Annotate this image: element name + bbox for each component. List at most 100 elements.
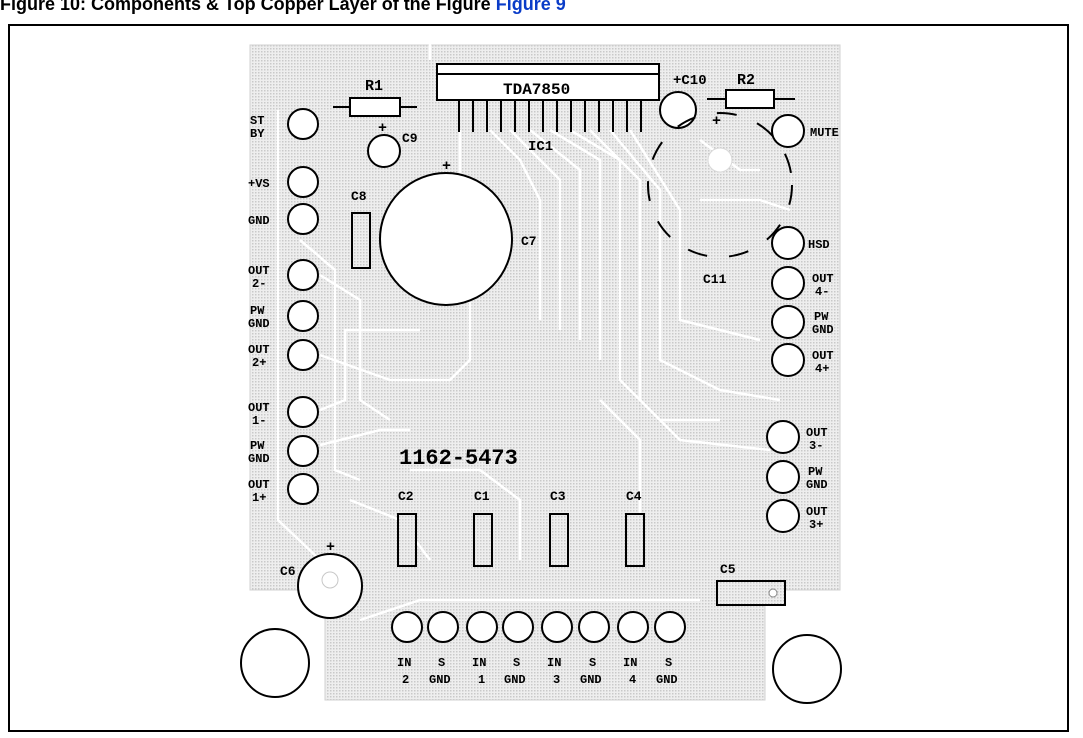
bottom-pad-labels: IN 2 S GND IN 1 S GND IN 3 S GND IN 4 S … — [397, 656, 678, 687]
capacitor-c4 — [625, 513, 645, 567]
c6-label: C6 — [280, 564, 296, 579]
pad-out2-plus — [287, 339, 319, 371]
pad-sgnd-d — [654, 611, 686, 643]
input-capacitors: C2 C1 C3 C4 — [397, 489, 645, 567]
pad-pwgnd-1 — [287, 435, 319, 467]
pad-out3-plus — [766, 499, 800, 533]
capacitor-c1 — [473, 513, 493, 567]
pad-gnd — [287, 203, 319, 235]
pad-in4 — [617, 611, 649, 643]
c5-label: C5 — [720, 562, 736, 577]
pwgnd4-label-2: GND — [812, 323, 834, 337]
ic1-tda7850: TDA7850 IC1 — [436, 63, 660, 155]
out3m-label-1: OUT — [806, 426, 828, 440]
board-code: 1162-5473 — [399, 446, 518, 471]
in1-label-1: IN — [472, 656, 486, 670]
out4p-label-2: 4+ — [815, 362, 829, 376]
pad-out3-minus — [766, 420, 800, 454]
c8-label: C8 — [351, 189, 367, 204]
out4m-label-1: OUT — [812, 272, 834, 286]
c6-plus: + — [326, 539, 335, 556]
capacitor-c11: C11 — [647, 112, 793, 287]
c4-label: C4 — [626, 489, 642, 504]
ic1-ref-label: IC1 — [528, 139, 553, 155]
pad-vs — [287, 166, 319, 198]
out2p-label-1: OUT — [248, 343, 270, 357]
sgnd-d-label-1: S — [665, 656, 672, 670]
capacitor-c7: + C7 — [379, 158, 537, 306]
right-pad-labels: MUTE HSD OUT 4- PW GND OUT 4+ OUT 3- PW … — [806, 126, 839, 532]
pad-out2-minus — [287, 259, 319, 291]
capacitor-c9: + C9 — [367, 120, 418, 168]
pad-pwgnd-2 — [287, 300, 319, 332]
figure-caption-text: Figure 10: Components & Top Copper Layer… — [0, 0, 491, 14]
capacitor-c8: C8 — [351, 189, 371, 269]
out3p-label-2: 3+ — [809, 518, 823, 532]
resistor-r2: R2 — [707, 72, 795, 109]
c7-label: C7 — [521, 234, 537, 249]
mounting-hole-left — [240, 628, 310, 698]
sgnd-a-label-1: S — [438, 656, 445, 670]
ic1-part-label: TDA7850 — [503, 81, 570, 99]
in4-label-2: 4 — [629, 673, 636, 687]
figure-link[interactable]: Figure 9 — [495, 0, 566, 14]
out3p-label-1: OUT — [806, 505, 828, 519]
pad-out1-plus — [287, 473, 319, 505]
capacitor-c10: +C10 + — [659, 73, 721, 130]
in2-label-2: 2 — [402, 673, 409, 687]
in1-label-2: 1 — [478, 673, 485, 687]
in4-label-1: IN — [623, 656, 637, 670]
pwgnd4-label-1: PW — [814, 310, 829, 324]
pad-pwgnd-4 — [771, 305, 805, 339]
pad-in1 — [466, 611, 498, 643]
pwgnd2-label-2: GND — [248, 317, 270, 331]
capacitor-c5: C5 — [716, 562, 786, 606]
c2-label: C2 — [398, 489, 414, 504]
c11-label: C11 — [703, 272, 727, 287]
figure-caption: Figure 10: Components & Top Copper Layer… — [0, 0, 566, 15]
out4p-label-1: OUT — [812, 349, 834, 363]
c9-plus: + — [378, 120, 387, 137]
sgnd-b-label-1: S — [513, 656, 520, 670]
r1-label: R1 — [365, 78, 383, 95]
capacitor-c6: + C6 — [280, 539, 363, 619]
in2-label-1: IN — [397, 656, 411, 670]
out2m-label-1: OUT — [248, 264, 270, 278]
sgnd-a-label-2: GND — [429, 673, 451, 687]
c7-plus: + — [442, 158, 451, 175]
pad-pwgnd-3 — [766, 460, 800, 494]
pwgnd2-label-1: PW — [250, 304, 265, 318]
pad-in2 — [391, 611, 423, 643]
pad-sgnd-c — [578, 611, 610, 643]
capacitor-c3 — [549, 513, 569, 567]
pwgnd3-label-1: PW — [808, 465, 823, 479]
left-pad-column — [287, 108, 319, 505]
mounting-hole-right — [772, 634, 842, 704]
pad-stby — [287, 108, 319, 140]
out2m-label-2: 2- — [252, 277, 266, 291]
out2p-label-2: 2+ — [252, 356, 266, 370]
pad-sgnd-b — [502, 611, 534, 643]
pad-mute — [771, 114, 805, 148]
pad-out1-minus — [287, 396, 319, 428]
capacitor-c2 — [397, 513, 417, 567]
left-pad-labels: ST BY +VS GND OUT 2- PW GND OUT 2+ OUT 1… — [248, 114, 270, 505]
c1-label: C1 — [474, 489, 490, 504]
pad-out4-minus — [771, 266, 805, 300]
sgnd-c-label-2: GND — [580, 673, 602, 687]
sgnd-d-label-2: GND — [656, 673, 678, 687]
resistor-r1: R1 — [333, 78, 417, 117]
vs-label: +VS — [248, 177, 270, 191]
stby-label-1: ST — [250, 114, 264, 128]
stby-label-2: BY — [250, 127, 265, 141]
c10-label: +C10 — [673, 73, 707, 89]
mute-label: MUTE — [810, 126, 839, 140]
pad-sgnd-a — [427, 611, 459, 643]
out1m-label-1: OUT — [248, 401, 270, 415]
c10-inner-plus: + — [712, 113, 721, 130]
pwgnd1-label-2: GND — [248, 452, 270, 466]
ic1-pins — [458, 100, 642, 132]
figure-frame — [8, 24, 1069, 732]
r2-label: R2 — [737, 72, 755, 89]
